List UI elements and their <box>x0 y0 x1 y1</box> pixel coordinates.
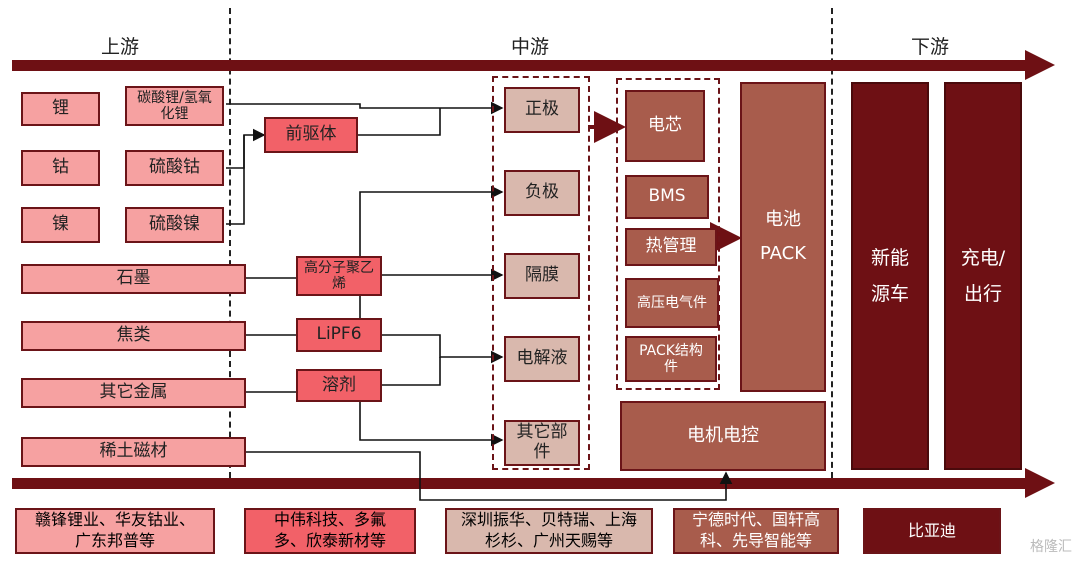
watermark: 格隆汇 <box>1030 539 1072 555</box>
box-thermal-management: 热管理 <box>625 228 717 266</box>
box-cobalt: 钴 <box>21 150 100 186</box>
separator-midstream-downstream <box>831 8 833 478</box>
box-pack-structure: PACK结构件 <box>625 336 717 382</box>
box-hv-electrical-parts: 高压电气件 <box>625 278 719 328</box>
box-coke: 焦类 <box>21 321 246 351</box>
box-other-parts: 其它部件 <box>504 420 580 466</box>
box-graphite: 石墨 <box>21 264 246 294</box>
box-cell: 电芯 <box>625 90 705 162</box>
group-battery-components <box>616 78 720 390</box>
box-solvent: 溶剂 <box>296 369 382 402</box>
box-electrolyte: 电解液 <box>504 336 580 382</box>
box-cathode: 正极 <box>504 87 580 133</box>
box-new-energy-vehicle: 新能源车 <box>851 82 929 470</box>
legend-companies-materials: 深圳振华、贝特瑞、上海杉杉、广州天赐等 <box>445 508 653 554</box>
box-battery-pack: 电池PACK <box>740 82 826 392</box>
box-rare-earth: 稀土磁材 <box>21 437 246 467</box>
box-other-metals: 其它金属 <box>21 378 246 408</box>
legend-companies-intermediate: 中伟科技、多氟多、欣泰新材等 <box>244 508 416 554</box>
box-bms: BMS <box>625 175 709 219</box>
box-cobalt-sulfate: 硫酸钴 <box>125 150 224 186</box>
box-polyethylene: 高分子聚乙烯 <box>296 256 382 296</box>
box-nickel-sulfate: 硫酸镍 <box>125 207 224 243</box>
group-battery-materials <box>492 76 590 470</box>
box-anode: 负极 <box>504 170 580 216</box>
box-lithium: 锂 <box>21 92 100 126</box>
bottom-band-arrow <box>12 468 1055 498</box>
header-downstream: 下游 <box>910 36 949 58</box>
box-precursor: 前驱体 <box>264 117 358 153</box>
box-lipf6: LiPF6 <box>296 318 382 352</box>
box-charging-mobility: 充电/出行 <box>944 82 1022 470</box>
top-band-arrow <box>12 50 1055 80</box>
legend-companies-upstream: 赣锋锂业、华友钴业、广东邦普等 <box>15 508 215 554</box>
header-midstream: 中游 <box>510 36 549 58</box>
legend-companies-components: 宁德时代、国轩高科、先导智能等 <box>673 508 839 554</box>
separator-upstream-midstream <box>229 8 231 478</box>
box-lithium-compound: 碳酸锂/氢氧化锂 <box>125 86 224 126</box>
header-upstream: 上游 <box>100 36 139 58</box>
box-motor-control: 电机电控 <box>620 401 826 471</box>
box-nickel: 镍 <box>21 207 100 243</box>
legend-companies-downstream: 比亚迪 <box>863 508 1001 554</box>
box-separator: 隔膜 <box>504 253 580 299</box>
